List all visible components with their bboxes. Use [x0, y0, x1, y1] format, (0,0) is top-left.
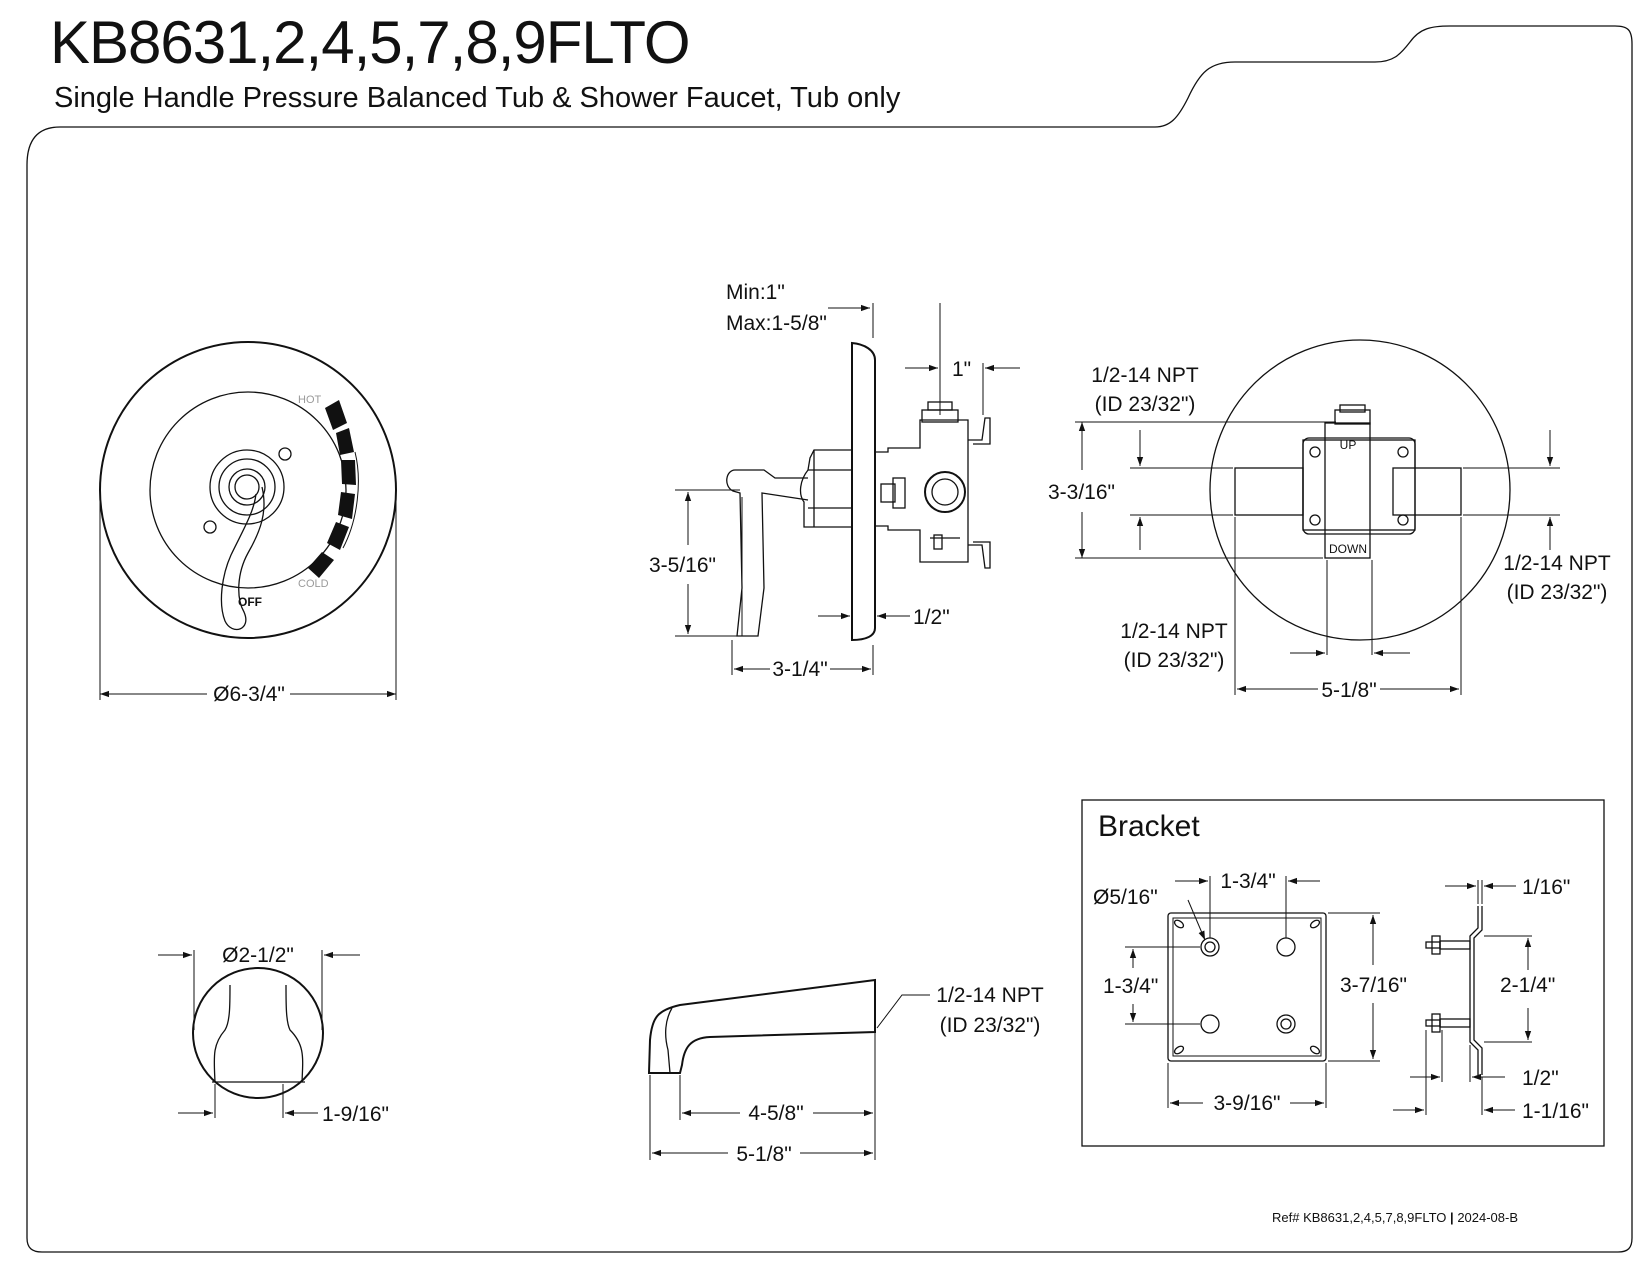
valve-plate-outline — [1209, 339, 1511, 641]
stop-offset-dim: 1" — [952, 358, 971, 381]
bracket-detail: Bracket Ø5/16" 1-3/4" 1-3/4" 3-7/1 — [1081, 799, 1605, 1147]
temperature-scale — [308, 400, 356, 578]
right-port-npt: 1/2-14 NPT — [1503, 552, 1611, 575]
outlet-spacing-dim: 3-3/16" — [1048, 481, 1115, 504]
bracket-hole-top-right — [1276, 937, 1296, 957]
top-port-npt: 1/2-14 NPT — [1091, 364, 1199, 387]
bracket-thickness-dim: 1/16" — [1522, 876, 1570, 899]
port-opening-side — [924, 471, 966, 513]
mount-screw-top — [278, 447, 292, 461]
side-view: Min:1" Max:1-5/8" 1" 3-5/16" 1/2" 3-1/4" — [649, 281, 1020, 681]
valve-front-view: UP DOWN 1/2-14 NPT (ID 23/32") 3-3/16" 1… — [1048, 339, 1611, 702]
handle-body-profile — [799, 449, 853, 528]
reference-number: Ref# KB8631,2,4,5,7,8,9FLTO — [1272, 1210, 1447, 1225]
handle-projection-dim: 3-1/4" — [772, 658, 827, 681]
side-plate-profile — [851, 341, 876, 642]
spout-overall-length-dim: 5-1/8" — [736, 1143, 791, 1166]
spout-inner-width-dim: 1-9/16" — [322, 1103, 389, 1126]
bracket-hole-diameter-dim: Ø5/16" — [1093, 886, 1158, 909]
bottom-port-npt: 1/2-14 NPT — [1120, 620, 1228, 643]
bottom-port-id: (ID 23/32") — [1124, 649, 1225, 672]
off-label: OFF — [238, 595, 262, 609]
spout-end-outline — [192, 967, 324, 1099]
side-bracket — [968, 417, 991, 569]
revision-code: 2024-08-B — [1457, 1210, 1519, 1225]
trim-diameter-dim: Ø6-3/4" — [213, 683, 285, 706]
bracket-title: Bracket — [1098, 810, 1200, 843]
spout-inlet-npt: 1/2-14 NPT — [936, 984, 1044, 1007]
valve-right-outlet — [1392, 467, 1462, 516]
model-title: KB8631,2,4,5,7,8,9FLTO — [50, 9, 691, 76]
bracket-hole-top-left — [1200, 937, 1220, 957]
handle-hub — [209, 449, 285, 525]
spout-diameter-dim: Ø2-1/2" — [222, 944, 294, 967]
bracket-hole-spacing-x-dim: 1-3/4" — [1220, 870, 1275, 893]
bracket-flange-height-dim: 2-1/4" — [1500, 974, 1555, 997]
bracket-overall-depth-dim: 1-1/16" — [1522, 1100, 1589, 1123]
spout-profile — [647, 978, 876, 1074]
bracket-width-dim: 3-9/16" — [1214, 1092, 1281, 1115]
bracket-height-dim: 3-7/16" — [1340, 974, 1407, 997]
up-label: UP — [1340, 438, 1357, 452]
bracket-stud-bottom — [1439, 1018, 1471, 1028]
temperature-scale-outline — [342, 451, 359, 549]
trim-plate-inner-ring — [149, 391, 347, 589]
depth-min-dim: Min:1" — [726, 281, 785, 304]
spout-end-opening — [212, 984, 305, 1083]
trim-plate-outline — [99, 341, 397, 639]
bracket-box — [1081, 799, 1605, 1147]
spout-inner-length-dim: 4-5/8" — [748, 1102, 803, 1125]
product-description: Single Handle Pressure Balanced Tub & Sh… — [54, 82, 901, 114]
bracket-stud-offset-dim: 1/2" — [1522, 1067, 1559, 1090]
bracket-hole-bottom-left — [1200, 1014, 1220, 1034]
depth-max-dim: Max:1-5/8" — [726, 312, 827, 335]
valve-width-dim: 5-1/8" — [1321, 679, 1376, 702]
front-view: HOT COLD OFF Ø6-3/4" — [99, 341, 397, 706]
spout-end-view: Ø2-1/2" 1-9/16" — [158, 944, 389, 1126]
cold-label: COLD — [298, 578, 329, 590]
lever-side-profile — [726, 469, 809, 637]
valve-body-side — [875, 419, 969, 563]
valve-mount-bracket — [1302, 437, 1416, 535]
mount-screw-bottom — [203, 520, 217, 534]
revision-reference: Ref# KB8631,2,4,5,7,8,9FLTO | 2024-08-B — [1272, 1210, 1519, 1225]
bracket-hole-bottom-right — [1276, 1014, 1296, 1034]
bracket-side-profile — [1469, 906, 1483, 1075]
top-port-id: (ID 23/32") — [1095, 393, 1196, 416]
spout-side-view: 1/2-14 NPT (ID 23/32") 4-5/8" 5-1/8" — [647, 978, 1044, 1166]
spout-inlet-id: (ID 23/32") — [940, 1014, 1041, 1037]
valve-left-outlet — [1234, 467, 1304, 516]
down-label: DOWN — [1329, 542, 1367, 556]
lever-handle — [220, 486, 265, 631]
handle-height-dim: 3-5/16" — [649, 554, 716, 577]
hot-label: HOT — [298, 394, 322, 406]
bracket-hole-spacing-y-dim: 1-3/4" — [1103, 975, 1158, 998]
bracket-stud-top — [1439, 940, 1471, 950]
bracket-plate — [1167, 912, 1327, 1062]
plate-gap-dim: 1/2" — [913, 606, 950, 629]
sheet-frame — [26, 25, 1633, 1253]
right-port-id: (ID 23/32") — [1507, 581, 1608, 604]
